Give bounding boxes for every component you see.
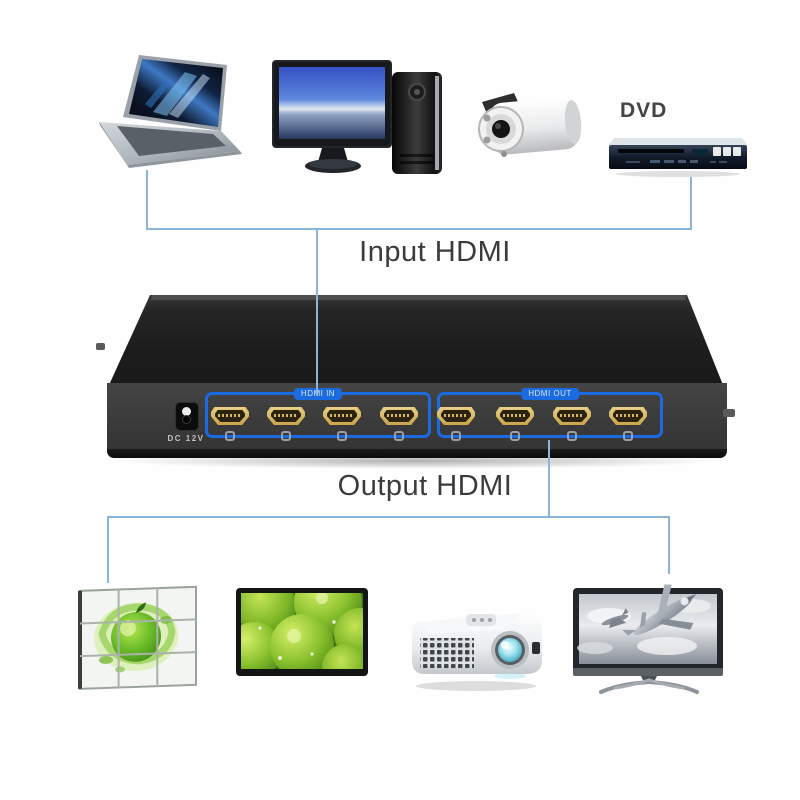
connector-videowall-leg [107,516,109,583]
projector-icon [412,612,542,691]
hdmi-out-group: HDMI OUT [437,388,663,438]
hdmi-in-port-2 [267,407,305,425]
connector-input-horizontal [146,228,692,230]
tv-icon [236,588,368,676]
hdmi-in-port-4 [380,407,418,425]
connector-tv-leg [668,516,670,574]
device-bottom-edge [107,449,727,458]
hdmi-out-group-label: HDMI OUT [521,388,579,400]
output-hdmi-label: Output HDMI [337,470,513,502]
hdmi-in-group-label: HDMI IN [293,388,343,400]
connector-dvd-leg [690,177,692,230]
hdmi-out-port-4 [609,407,647,425]
dc-power-jack [175,402,199,431]
device-left-screw [96,343,105,350]
connector-laptop-leg [146,170,148,230]
connector-input-drop [316,228,318,396]
hdmi-out-port-1 [437,407,475,425]
hdmi-matrix-device: DC 12V HDMI IN HDMI OUT [96,293,735,469]
hdmi-in-port-3 [323,407,361,425]
connector-output-drop [548,440,550,518]
tv-with-stand-icon [573,584,723,694]
device-top-edge-highlight [151,295,686,300]
laptop-icon [99,55,242,168]
input-hdmi-label: Input HDMI [359,236,511,268]
dvd-player-label: DVD [620,99,668,122]
connector-output-horizontal [107,516,670,518]
hdmi-out-port-3 [553,407,591,425]
hdmi-in-port-1 [211,407,249,425]
cctv-camera-icon [478,93,582,157]
device-top-face [109,295,723,385]
video-wall-icon [78,585,197,690]
dvd-player-icon [609,138,747,177]
desktop-computer-icon [272,60,442,174]
device-right-screw [723,409,735,417]
dc-power-label: DC 12V [167,434,205,443]
hdmi-out-port-2 [496,407,534,425]
